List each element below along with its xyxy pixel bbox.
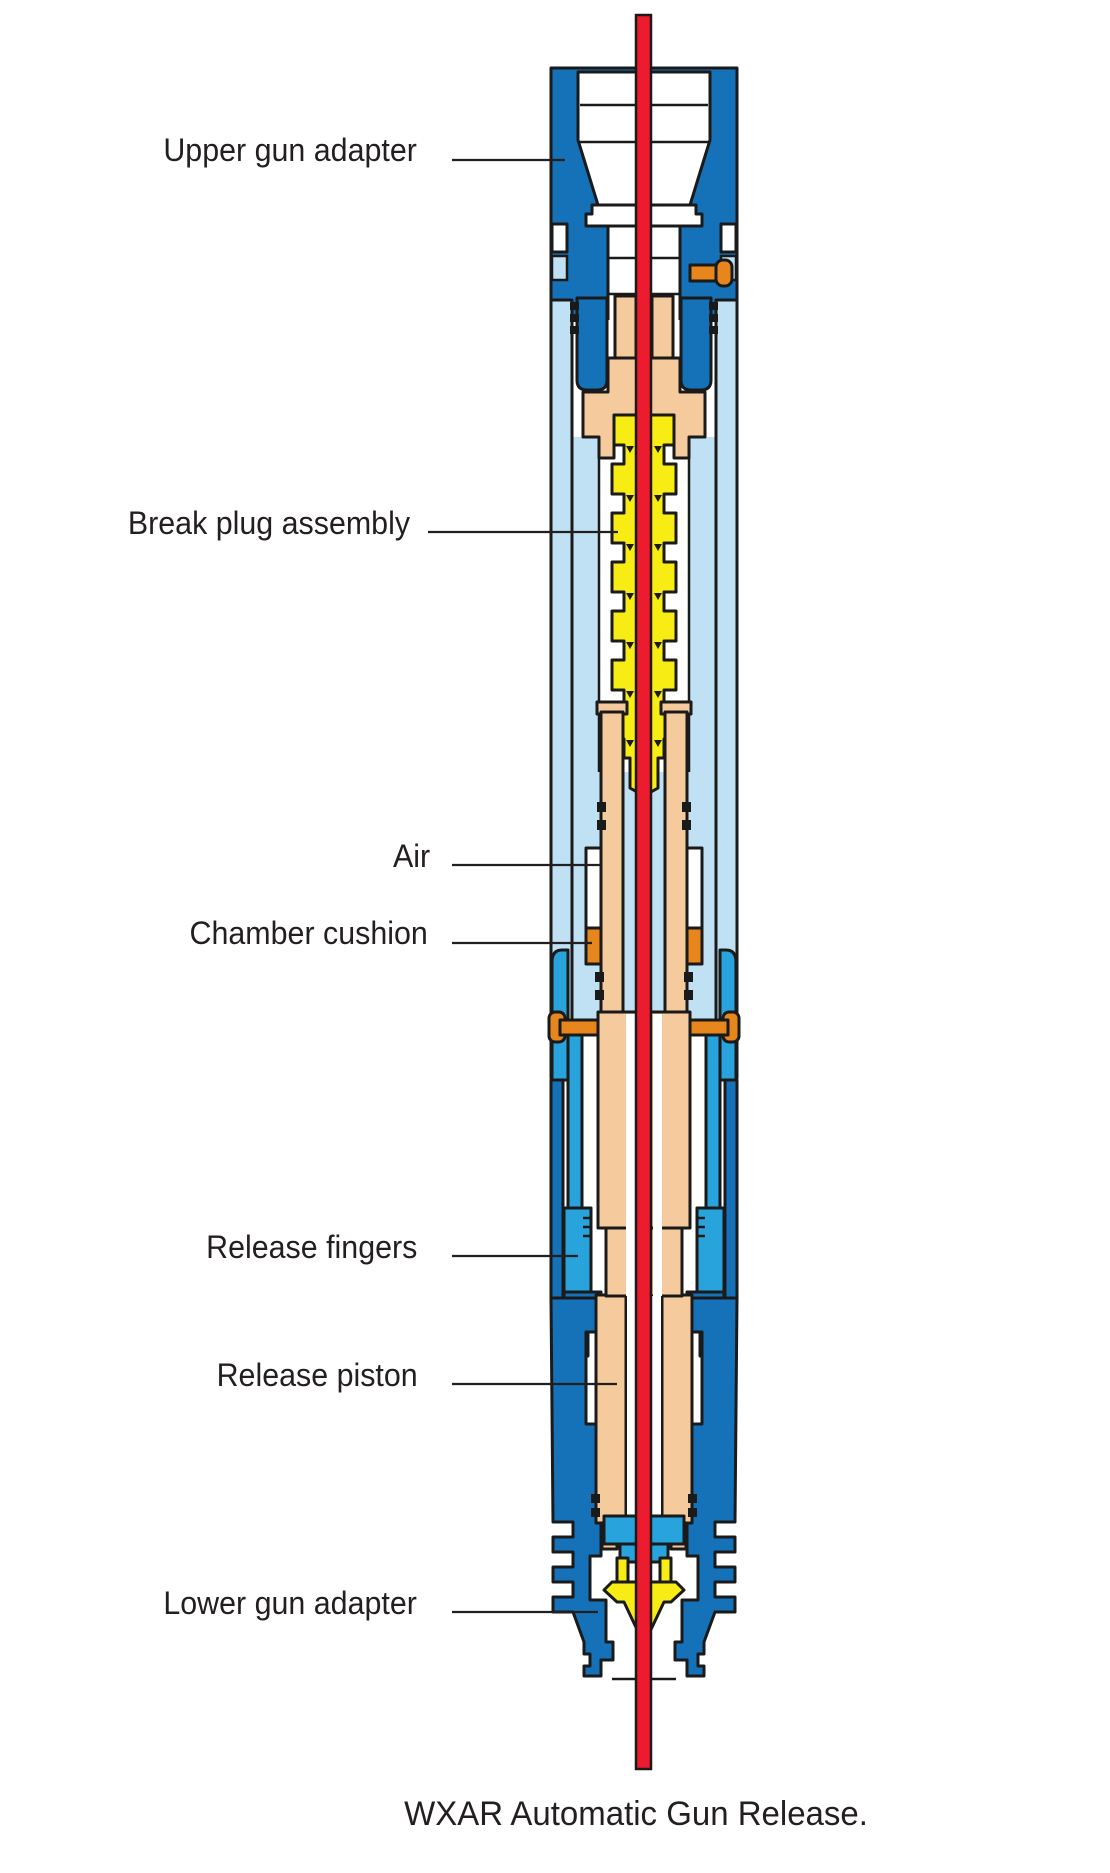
label-break-plug-assembly: Break plug assembly (127, 505, 410, 541)
label-chamber-cushion: Chamber cushion (189, 915, 428, 951)
label-air: Air (392, 838, 430, 874)
label-upper-gun-adapter: Upper gun adapter (163, 132, 417, 168)
port-pin (688, 258, 734, 288)
label-release-fingers: Release fingers (205, 1229, 417, 1265)
detonating-cord (634, 13, 653, 1771)
side-parts-left (547, 222, 629, 1678)
label-release-piston: Release piston (216, 1357, 418, 1393)
label-lower-gun-adapter: Lower gun adapter (163, 1585, 417, 1621)
figure-caption: WXAR Automatic Gun Release. (404, 1795, 868, 1833)
leader-lines (428, 158, 618, 1614)
